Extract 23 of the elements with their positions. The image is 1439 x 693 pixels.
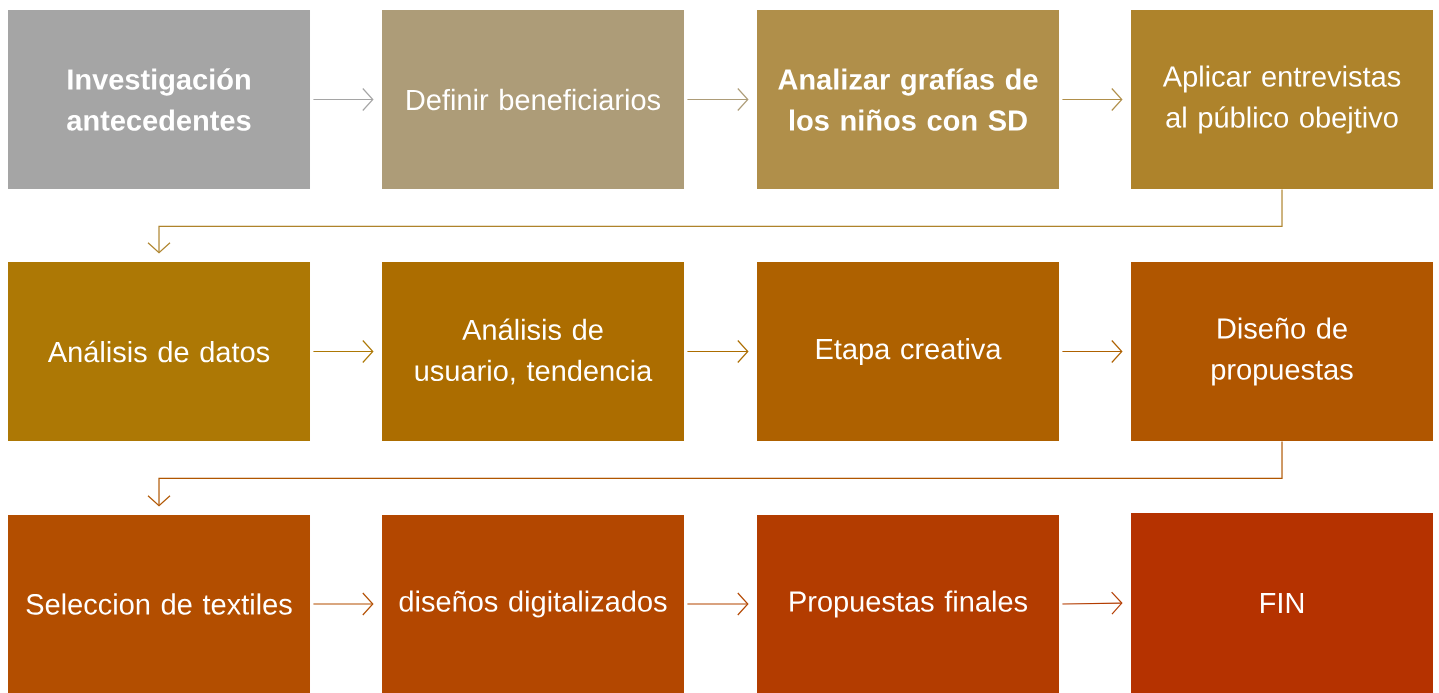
arrow xyxy=(147,188,1283,254)
process-box: Investigación antecedentes xyxy=(8,10,310,189)
process-box: diseños digitalizados xyxy=(382,515,684,693)
arrow xyxy=(686,339,749,364)
arrow xyxy=(147,440,1283,507)
arrow xyxy=(312,87,374,112)
process-box: Análisis de datos xyxy=(8,262,310,441)
arrow xyxy=(1061,591,1123,615)
arrow xyxy=(1061,87,1123,112)
process-box: Definir beneficiarios xyxy=(382,10,684,189)
process-box: Propuestas finales xyxy=(757,515,1059,693)
process-box: Análisis de usuario, tendencia xyxy=(382,262,684,441)
process-box: Diseño de propuestas xyxy=(1131,262,1433,441)
process-box: Analizar grafías de los niños con SD xyxy=(757,10,1059,189)
process-box: Seleccion de textiles xyxy=(8,515,310,693)
arrow xyxy=(686,592,749,616)
arrow xyxy=(1061,339,1123,364)
process-box: Etapa creativa xyxy=(757,262,1059,441)
process-box: Aplicar entrevistas al público obejtivo xyxy=(1131,10,1433,189)
arrow xyxy=(312,339,374,364)
process-box: FIN xyxy=(1131,513,1433,693)
arrow xyxy=(312,592,374,616)
arrow xyxy=(686,87,749,112)
